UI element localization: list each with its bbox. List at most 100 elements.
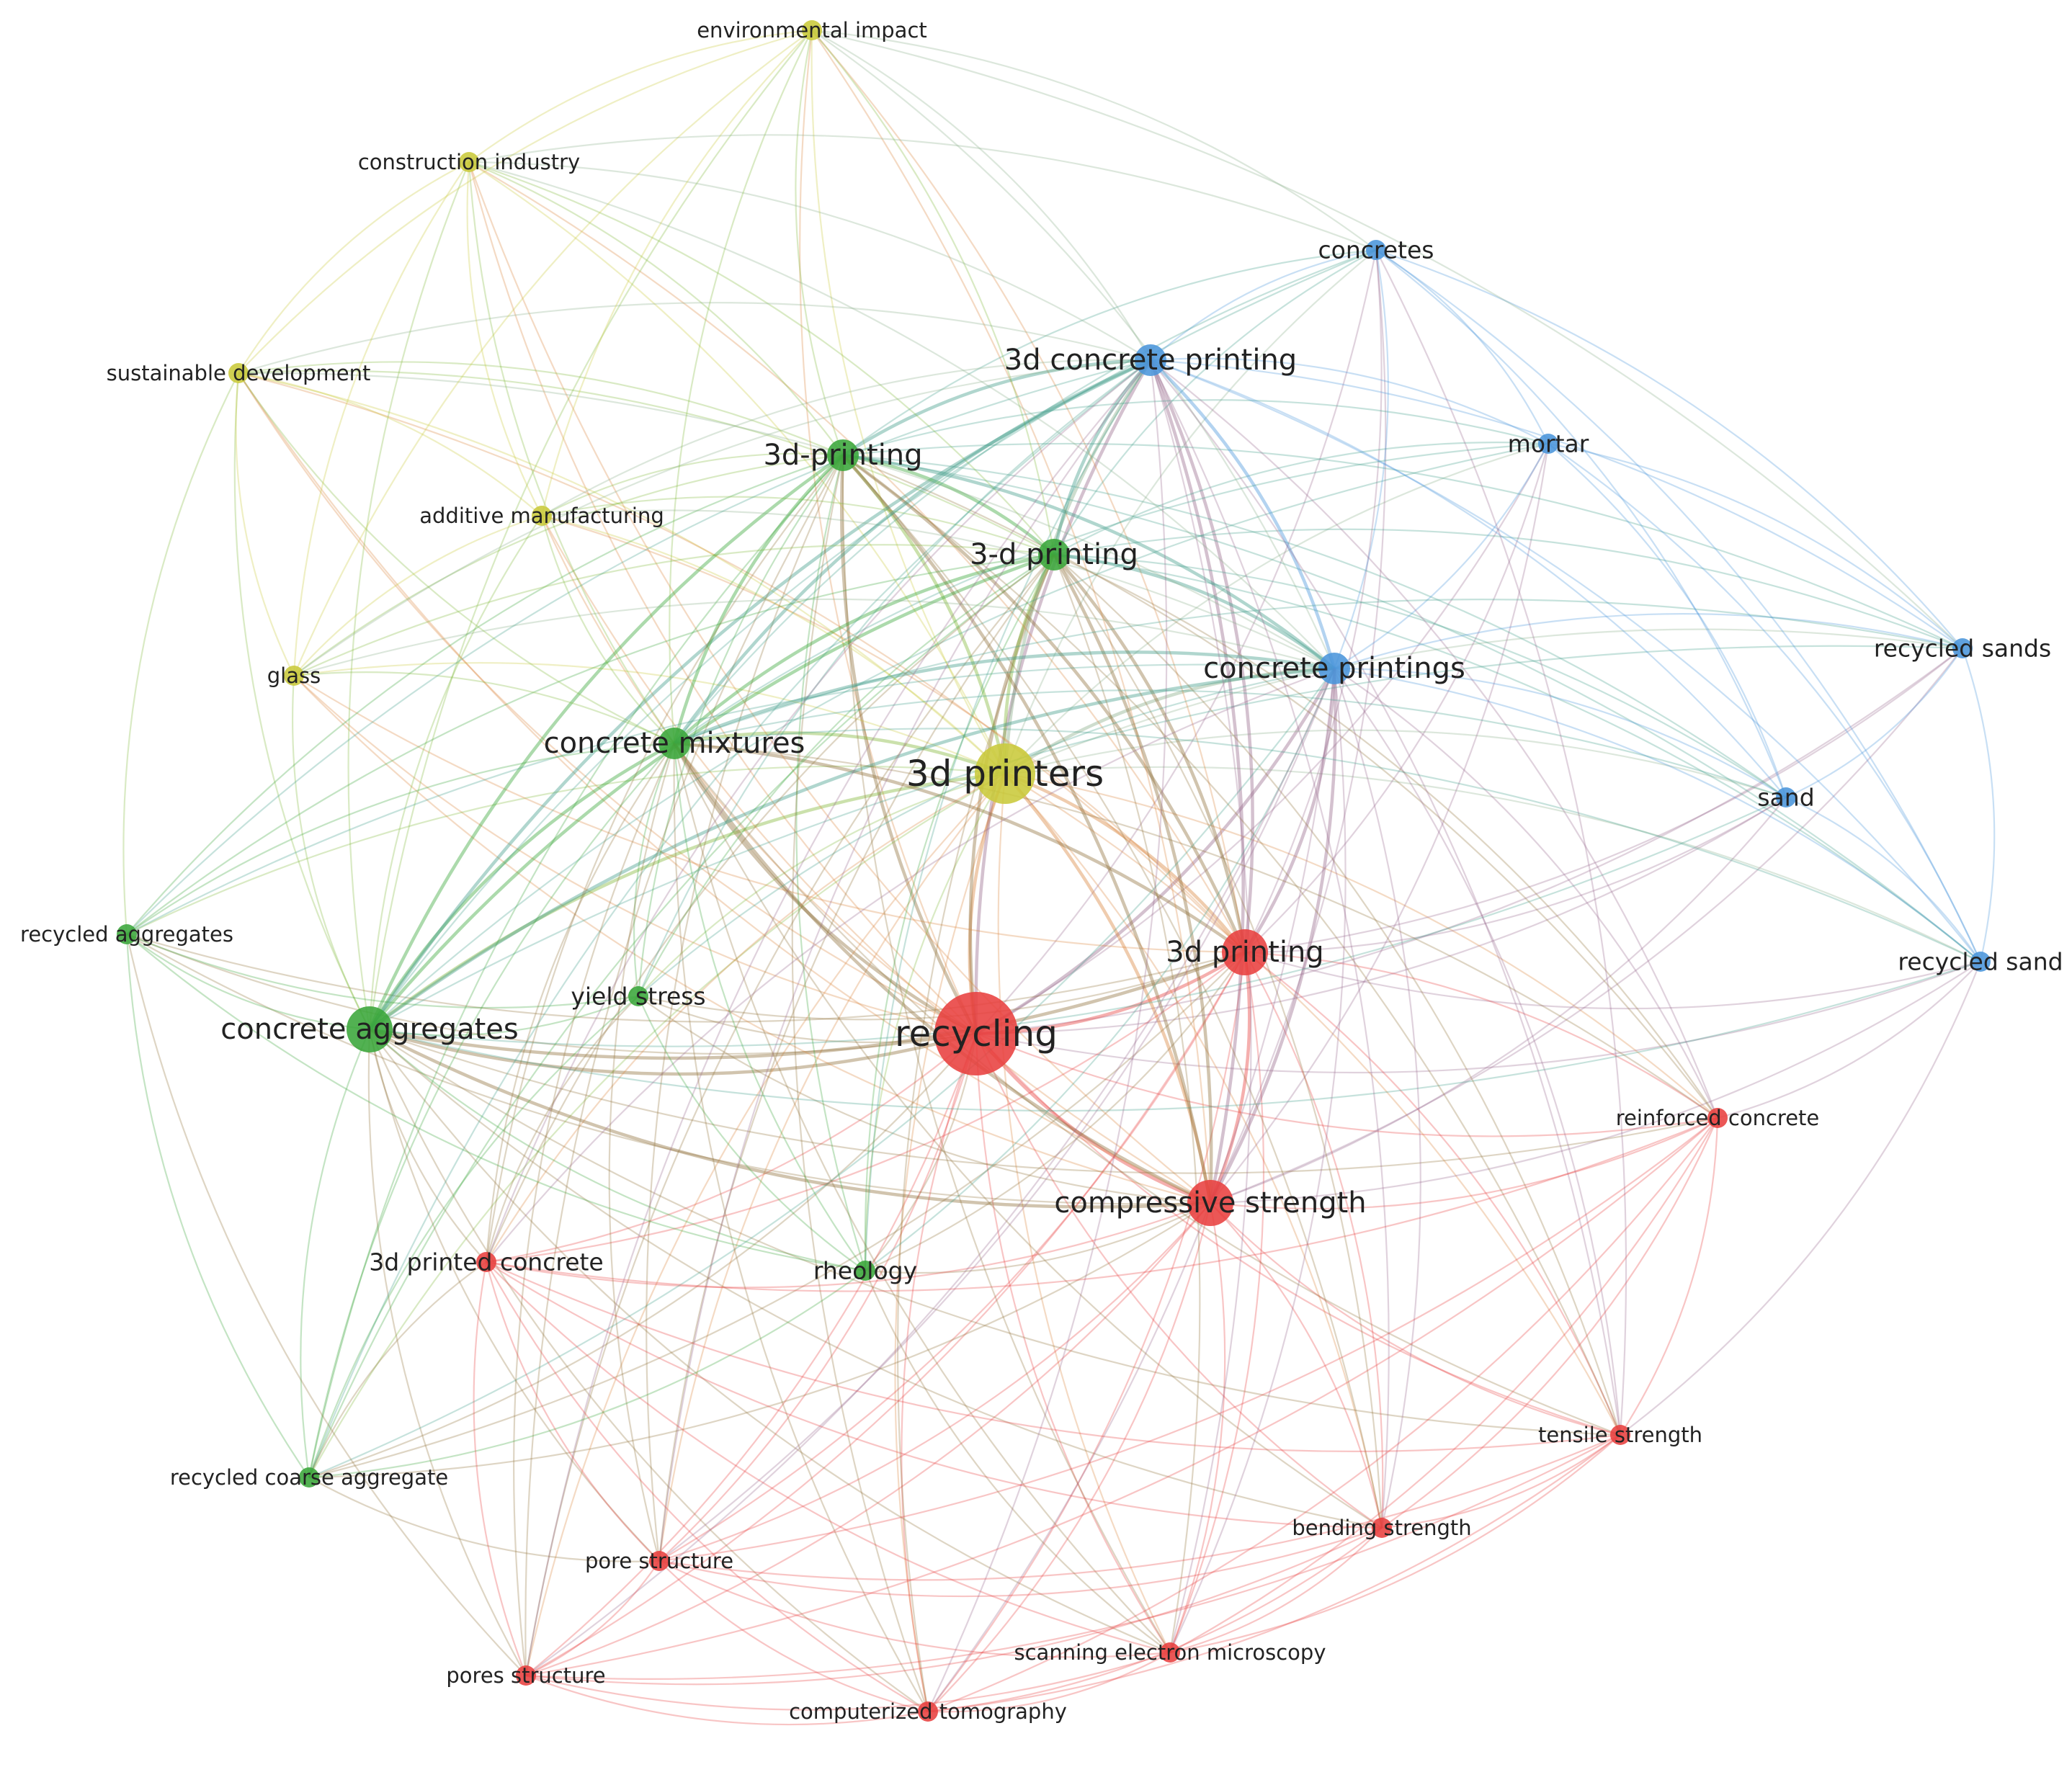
link-concrete-printings-scanning-electron-microscopy xyxy=(1169,668,1347,1653)
link-concrete-printings-3d-concrete-printing xyxy=(1149,359,1336,669)
node-3d-printing[interactable] xyxy=(1222,929,1268,975)
link-concrete-mixtures-pores-structure xyxy=(513,743,675,1676)
link-3d-printing-tensile-strength xyxy=(1244,952,1622,1436)
link-3-d-printing-3d-concrete-printing xyxy=(1052,359,1152,555)
link-3d-concrete-printing-tensile-strength xyxy=(1150,359,1622,1436)
node-concrete-aggregates[interactable] xyxy=(347,1006,393,1052)
link-mortar-recycled-sands xyxy=(1548,442,1963,649)
link-environmental-impact-construction-industry xyxy=(468,29,813,163)
link-3d-printing-hyphen-sand xyxy=(842,454,1787,798)
link-3d-printing-rheology xyxy=(865,952,1246,1272)
link-construction-industry-additive-manufacturing xyxy=(466,161,542,516)
link-3d-concrete-printing-recycled-sand xyxy=(1150,359,1981,962)
link-3d-printing-hyphen-recycled-aggregates xyxy=(126,454,844,935)
link-3d-printed-concrete-tensile-strength xyxy=(486,1261,1621,1452)
node-pores-structure[interactable] xyxy=(516,1665,536,1686)
link-3d-printing-recycled-sands xyxy=(1244,648,1963,954)
node-recycled-aggregates[interactable] xyxy=(117,924,137,944)
node-3-d-printing[interactable] xyxy=(1038,539,1070,571)
link-compressive-strength-environmental-impact xyxy=(811,30,1212,1204)
link-concrete-aggregates-tensile-strength xyxy=(369,1029,1621,1436)
node-additive-manufacturing[interactable] xyxy=(532,506,552,526)
node-bending-strength[interactable] xyxy=(1372,1518,1392,1538)
link-recycling-yield-stress xyxy=(638,995,977,1044)
link-compressive-strength-pore-structure xyxy=(658,1202,1211,1562)
node-computerized-tomography[interactable] xyxy=(918,1701,938,1722)
link-3-d-printing-recycled-coarse-aggregate xyxy=(308,554,1055,1478)
link-concrete-mixtures-concretes xyxy=(674,249,1377,744)
label-recycled-sands: recycled sands xyxy=(1874,635,2051,663)
node-concrete-mixtures[interactable] xyxy=(658,728,690,759)
link-concrete-mixtures-pore-structure xyxy=(608,743,676,1562)
label-mortar: mortar xyxy=(1508,430,1589,458)
node-tensile-strength[interactable] xyxy=(1610,1425,1630,1445)
link-3d-concrete-printing-rheology xyxy=(864,359,1151,1271)
link-compressive-strength-3d-printing-hyphen xyxy=(841,454,1213,1204)
node-3d-concrete-printing[interactable] xyxy=(1135,344,1166,376)
link-rheology-recycled-coarse-aggregate xyxy=(308,1270,866,1479)
node-recycled-coarse-aggregate[interactable] xyxy=(299,1467,319,1488)
node-scanning-electron-microscopy[interactable] xyxy=(1160,1642,1180,1663)
node-recycled-sand[interactable] xyxy=(1970,952,1991,972)
link-tensile-strength-pore-structure xyxy=(658,1433,1621,1581)
link-3d-printing-concrete-mixtures xyxy=(674,741,1246,954)
link-recycling-recycled-coarse-aggregate xyxy=(308,1033,977,1479)
link-concrete-printings-pores-structure xyxy=(525,668,1336,1676)
node-mortar[interactable] xyxy=(1538,434,1558,454)
link-3d-printed-concrete-scanning-electron-microscopy xyxy=(486,1261,1171,1654)
link-3d-printers-recycled-sands xyxy=(1004,628,1963,775)
label-concrete-aggregates: concrete aggregates xyxy=(220,1013,519,1046)
label-construction-industry: construction industry xyxy=(358,150,580,174)
node-glass[interactable] xyxy=(284,666,304,686)
node-recycling[interactable] xyxy=(934,992,1018,1075)
link-compressive-strength-recycled-aggregates xyxy=(126,934,1211,1205)
link-concrete-aggregates-concrete-mixtures xyxy=(368,742,676,1031)
node-3d-printed-concrete[interactable] xyxy=(476,1252,496,1272)
link-concrete-mixtures-reinforced-concrete xyxy=(674,742,1718,1119)
link-3d-printers-recycled-coarse-aggregate xyxy=(308,773,1006,1478)
link-3-d-printing-concrete-printings xyxy=(1053,553,1336,670)
node-sustainable-development[interactable] xyxy=(228,363,249,383)
link-3-d-printing-glass xyxy=(293,544,1055,676)
link-concrete-printings-yield-stress xyxy=(638,667,1335,997)
node-construction-industry[interactable] xyxy=(459,152,479,172)
link-recycling-recycled-sands xyxy=(975,648,1963,1035)
link-3d-concrete-printing-concrete-mixtures xyxy=(673,358,1151,745)
node-yield-stress[interactable] xyxy=(628,986,648,1006)
link-3d-concrete-printing-pore-structure xyxy=(658,359,1151,1562)
node-concrete-printings[interactable] xyxy=(1318,653,1350,684)
link-3d-printing-hyphen-construction-industry xyxy=(468,161,844,456)
node-3d-printing-hyphen[interactable] xyxy=(827,439,859,471)
node-environmental-impact[interactable] xyxy=(802,20,822,40)
link-3d-printed-concrete-pore-structure xyxy=(485,1261,660,1562)
link-3d-printers-pores-structure xyxy=(524,773,1006,1676)
node-reinforced-concrete[interactable] xyxy=(1707,1108,1728,1128)
node-sand[interactable] xyxy=(1776,787,1796,808)
link-3d-printing-hyphen-recycled-sands xyxy=(842,442,1963,649)
link-3d-printed-concrete-computerized-tomography xyxy=(486,1261,929,1712)
link-reinforced-concrete-pore-structure xyxy=(658,1117,1718,1562)
link-recycling-sand xyxy=(975,797,1787,1035)
link-3d-printers-sustainable-development xyxy=(238,372,1006,774)
link-3d-concrete-printing-additive-manufacturing xyxy=(541,359,1151,516)
link-recycling-environmental-impact xyxy=(799,30,977,1034)
node-rheology[interactable] xyxy=(855,1261,875,1281)
link-3d-printing-hyphen-concretes xyxy=(842,249,1377,456)
link-3d-printing-hyphen-bending-strength xyxy=(842,455,1383,1529)
link-pore-structure-computerized-tomography xyxy=(658,1560,929,1713)
node-pore-structure[interactable] xyxy=(649,1551,669,1571)
node-3d-printers[interactable] xyxy=(975,743,1035,804)
link-concrete-mixtures-bending-strength xyxy=(674,743,1383,1529)
node-compressive-strength[interactable] xyxy=(1187,1180,1233,1226)
link-3d-printers-concrete-printings xyxy=(1004,666,1335,775)
link-3d-printing-concretes xyxy=(1244,249,1383,953)
link-3d-printing-hyphen-glass xyxy=(293,454,844,676)
link-concrete-printings-recycled-sands xyxy=(1334,613,1963,670)
node-concretes[interactable] xyxy=(1366,240,1386,260)
link-bending-strength-scanning-electron-microscopy xyxy=(1169,1527,1383,1654)
link-3-d-printing-sand xyxy=(1053,553,1787,798)
link-recycling-additive-manufacturing xyxy=(540,515,977,1034)
node-layer xyxy=(117,20,1991,1722)
node-recycled-sands[interactable] xyxy=(1952,638,1973,658)
link-3d-printing-hyphen-concrete-printings xyxy=(842,453,1336,670)
